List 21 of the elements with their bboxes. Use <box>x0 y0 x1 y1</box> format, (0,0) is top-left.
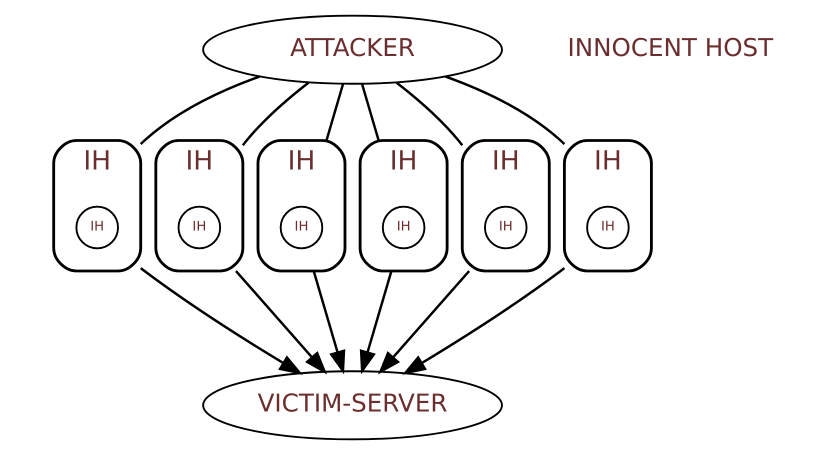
arrow <box>360 270 393 374</box>
connector <box>325 84 344 141</box>
connector <box>140 75 260 145</box>
node-ellipse: ATTACKER <box>202 14 503 85</box>
arrow <box>312 270 346 374</box>
connector <box>445 75 566 145</box>
node-circle: IH <box>178 206 222 250</box>
connector <box>242 82 310 146</box>
connector <box>360 84 380 141</box>
node-circle: IH <box>280 206 324 250</box>
arrow <box>140 267 303 375</box>
arrow <box>378 270 470 374</box>
node-circle: IH <box>586 206 630 250</box>
node-circle: IH <box>484 206 528 250</box>
node-ellipse: VICTIM-SERVER <box>202 370 503 440</box>
connector <box>396 82 464 146</box>
node-circle: IH <box>382 206 426 250</box>
arrow <box>402 267 566 375</box>
label: INNOCENT HOST <box>567 33 774 62</box>
arrow <box>235 270 328 374</box>
node-circle: IH <box>75 206 119 250</box>
